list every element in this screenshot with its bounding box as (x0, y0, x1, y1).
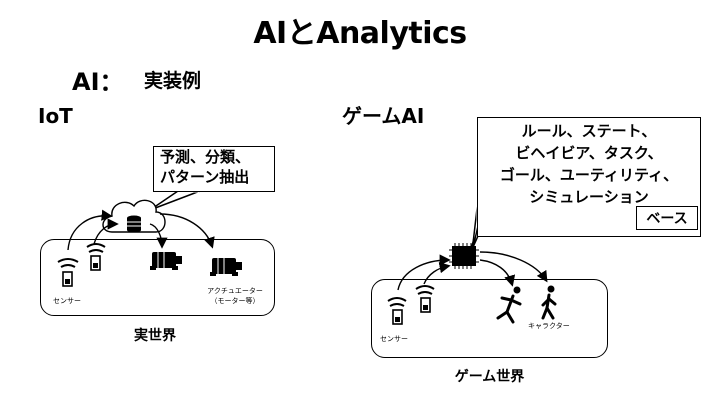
real-world-label: 実世界 (134, 328, 176, 344)
subtitle-prefix: AI： (72, 68, 124, 96)
base-badge: ベース (636, 206, 698, 230)
page-title: AIとAnalytics (253, 16, 467, 51)
cpu-chip-icon (449, 243, 479, 269)
wifi-sensor-icon (415, 285, 435, 313)
iot-heading: IoT (38, 104, 73, 128)
game-callout-line: ゴール、ユーティリティ、 (499, 166, 679, 184)
walking-figure-icon (541, 285, 557, 320)
motor-icon (150, 252, 182, 270)
character-label: キャラクター (528, 322, 570, 330)
real-world-box (40, 239, 275, 316)
game-callout-line: ルール、ステート、 (521, 122, 657, 140)
motor-icon (210, 258, 242, 276)
game-callout-line: ビヘイビア、タスク、 (515, 144, 663, 162)
actuator-label-line: （モーター等） (210, 297, 260, 305)
iot-callout-line: 予測、分類、 (160, 148, 251, 166)
wifi-sensor-icon (86, 243, 106, 271)
game-sensor-label: センサー (380, 335, 408, 343)
running-figure-icon (496, 286, 522, 324)
game-arrows (397, 251, 548, 291)
actuator-label-line: アクチュエーター (207, 287, 263, 295)
game-world-label: ゲーム世界 (454, 369, 525, 385)
iot-callout: 予測、分類、 パターン抽出 (153, 146, 275, 192)
iot-sensor-label: センサー (53, 297, 81, 305)
iot-callout-tail (149, 189, 201, 211)
game-callout-line: シミュレーション (529, 188, 649, 206)
wifi-sensor-icon (57, 258, 79, 287)
actuator-label: アクチュエーター （モーター等） (190, 286, 280, 306)
subtitle-text: 実装例 (144, 70, 202, 92)
game-world-box (371, 279, 608, 358)
iot-arrows (67, 209, 215, 251)
game-ai-heading: ゲームAI (342, 104, 425, 128)
wifi-sensor-icon (387, 297, 407, 325)
iot-callout-line: パターン抽出 (160, 168, 250, 186)
